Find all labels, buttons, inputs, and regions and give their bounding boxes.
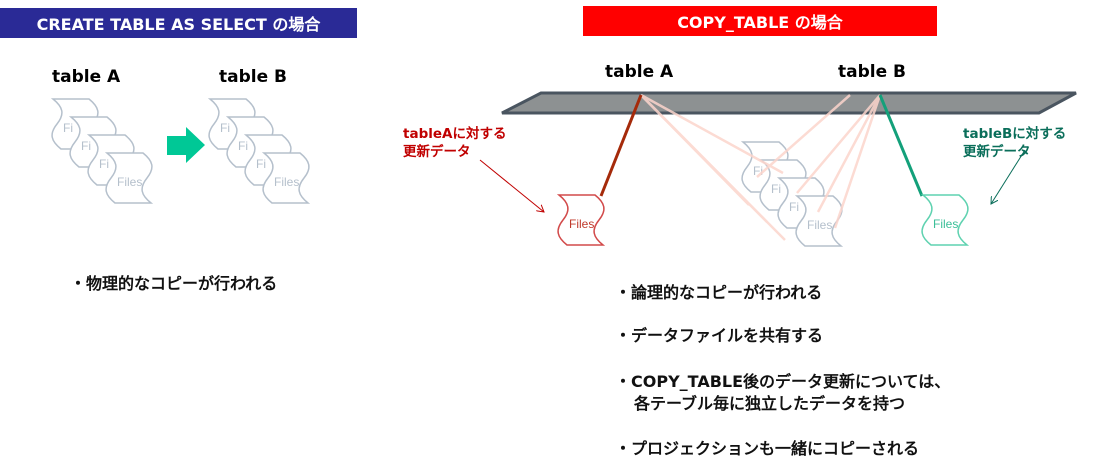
- table-b-update-label-2: 更新データ: [963, 143, 1031, 160]
- svg-text:Fi: Fi: [238, 139, 248, 153]
- svg-text:Fi: Fi: [63, 121, 73, 135]
- file-icon: Fi: [208, 98, 256, 150]
- copy-arrow-icon: [167, 127, 205, 163]
- file-icon: Fi: [226, 116, 274, 168]
- table-b-update-label: tableBに対する: [963, 125, 1066, 142]
- file-icon: Fi: [741, 141, 789, 193]
- svg-text:Fi: Fi: [220, 121, 230, 135]
- right-table-a-label: table A: [605, 62, 674, 82]
- ctas-header: CREATE TABLE AS SELECT の場合: [0, 8, 357, 38]
- left-table-b-label: table B: [219, 67, 287, 87]
- file-icon: Fi: [51, 98, 99, 150]
- table-a-update-label: tableAに対する: [403, 125, 506, 142]
- copy-table-header-text: COPY_TABLE の場合: [677, 13, 843, 32]
- left-table-a-files: Fi Fi Fi Files: [51, 98, 153, 204]
- svg-text:Files: Files: [274, 175, 299, 189]
- svg-text:Fi: Fi: [789, 200, 799, 214]
- ctas-header-text: CREATE TABLE AS SELECT の場合: [36, 15, 321, 34]
- table-a-update-link: [599, 94, 643, 197]
- svg-text:Files: Files: [933, 217, 958, 231]
- left-table-a-label: table A: [52, 67, 121, 87]
- svg-text:Files: Files: [807, 218, 832, 232]
- svg-text:Fi: Fi: [771, 182, 781, 196]
- file-icon: Fi: [244, 134, 292, 186]
- svg-text:Fi: Fi: [81, 139, 91, 153]
- table-b-update-file-icon: Files: [921, 194, 969, 246]
- shared-files: Fi Fi Fi Files: [741, 141, 843, 247]
- file-icon: Files: [795, 195, 843, 247]
- file-icon: Files: [262, 152, 310, 204]
- svg-text:Fi: Fi: [99, 157, 109, 171]
- ctas-bullet: ・物理的なコピーが行われる: [70, 274, 278, 293]
- copy-bullet-3: ・COPY_TABLE後のデータ更新については、: [615, 372, 951, 391]
- right-table-b-label: table B: [838, 62, 906, 82]
- table-b-update-link: [878, 94, 924, 197]
- copy-bullet-2: ・データファイルを共有する: [615, 326, 824, 345]
- file-icon: Fi: [759, 159, 807, 211]
- copy-table-header: COPY_TABLE の場合: [583, 6, 937, 36]
- shared-links: [640, 93, 882, 241]
- svg-text:Fi: Fi: [256, 157, 266, 171]
- left-table-b-files: Fi Fi Fi Files: [208, 98, 310, 204]
- copy-bullet-3-cont: 各テーブル毎に独立したデータを持つ: [634, 394, 906, 413]
- table-b-update-arrow-icon: [991, 149, 1026, 204]
- shared-storage-plane: [501, 91, 1077, 115]
- file-icon: Files: [105, 152, 153, 204]
- table-a-update-file-icon: Files: [557, 194, 605, 246]
- copy-bullet-4: ・プロジェクションも一緒にコピーされる: [615, 439, 920, 458]
- table-a-update-arrow-icon: [479, 159, 544, 212]
- svg-text:Files: Files: [569, 217, 594, 231]
- file-icon: Fi: [69, 116, 117, 168]
- svg-text:Fi: Fi: [753, 164, 763, 178]
- table-a-update-label-2: 更新データ: [403, 143, 471, 160]
- copy-bullet-1: ・論理的なコピーが行われる: [615, 283, 823, 302]
- file-icon: Fi: [777, 177, 825, 229]
- svg-text:Files: Files: [117, 175, 142, 189]
- file-icon: Fi: [87, 134, 135, 186]
